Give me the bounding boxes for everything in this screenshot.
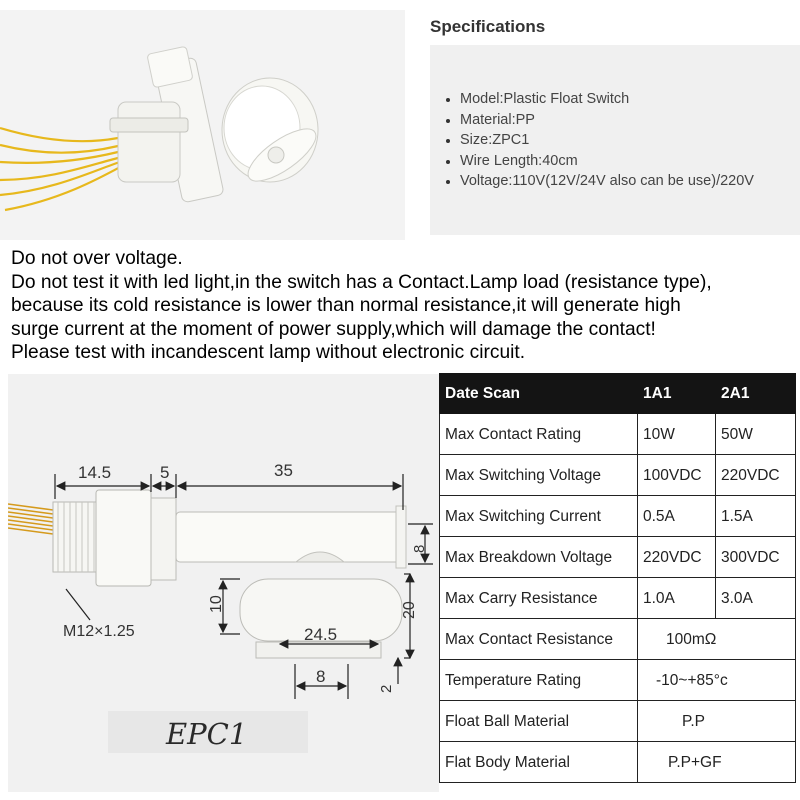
spec-item-wire-length: Wire Length:40cm (460, 151, 754, 172)
note-line: because its cold resistance is lower tha… (11, 295, 681, 317)
table-row-merged: Flat Body Material P.P+GF (439, 742, 796, 783)
row-value-2a1: 220VDC (716, 455, 796, 496)
table-header-row: Date Scan 1A1 2A1 (439, 373, 796, 414)
specifications-box: Model:Plastic Float Switch Material:PP S… (430, 45, 800, 235)
row-value-1a1: 220VDC (638, 537, 716, 578)
table-row: Max Breakdown Voltage 220VDC 300VDC (439, 537, 796, 578)
dim-label-5: 5 (160, 463, 169, 482)
note-line: Please test with incandescent lamp witho… (11, 342, 526, 364)
row-label: Float Ball Material (439, 701, 638, 742)
dim-label-8-bottom: 8 (316, 667, 325, 686)
note-line: surge current at the moment of power sup… (11, 318, 656, 340)
dim-label-20: 20 (401, 601, 418, 619)
row-value-1a1: 100VDC (638, 455, 716, 496)
row-label: Max Switching Voltage (439, 455, 638, 496)
specifications-title: Specifications (430, 17, 546, 36)
dimension-diagram: 14.5 5 35 8 10 20 24.5 8 2 M12×1.25 EPC1 (8, 461, 433, 753)
dim-label-35: 35 (274, 461, 293, 480)
row-value-merged: P.P (638, 701, 796, 742)
spec-item-material: Material:PP (460, 110, 754, 131)
usage-notes: Do not over voltage. Do not test it with… (11, 247, 800, 365)
table-row-merged: Float Ball Material P.P (439, 701, 796, 742)
dimension-drawing: 14.5 5 35 8 10 20 24.5 8 2 M12×1.25 EPC1 (8, 374, 439, 792)
row-label: Temperature Rating (439, 660, 638, 701)
table-row: Max Switching Current 0.5A 1.5A (439, 496, 796, 537)
note-line: Do not test it with led light,in the swi… (11, 271, 712, 293)
ratings-table: Date Scan 1A1 2A1 Max Contact Rating 10W… (439, 373, 796, 787)
row-label: Max Breakdown Voltage (439, 537, 638, 578)
specifications-list: Model:Plastic Float Switch Material:PP S… (430, 89, 754, 192)
table-row: Max Contact Rating 10W 50W (439, 414, 796, 455)
row-value-1a1: 1.0A (638, 578, 716, 619)
row-value-2a1: 300VDC (716, 537, 796, 578)
row-label: Max Carry Resistance (439, 578, 638, 619)
spec-item-size: Size:ZPC1 (460, 130, 754, 151)
yellow-wires (0, 126, 123, 212)
header-2a1: 2A1 (716, 373, 796, 414)
row-value-2a1: 1.5A (716, 496, 796, 537)
spec-item-voltage: Voltage:110V(12V/24V also can be use)/22… (460, 171, 754, 192)
dim-label-10: 10 (208, 595, 225, 613)
model-label: EPC1 (165, 717, 247, 751)
dim-label-8-vertical: 8 (411, 545, 428, 553)
row-value-2a1: 3.0A (716, 578, 796, 619)
row-value-merged: 100mΩ (638, 619, 796, 660)
dim-label-2: 2 (378, 685, 395, 693)
dim-label-14-5: 14.5 (78, 463, 111, 482)
row-label: Max Contact Rating (439, 414, 638, 455)
header-1a1: 1A1 (638, 373, 716, 414)
row-value-merged: P.P+GF (638, 742, 796, 783)
header-date-scan: Date Scan (439, 373, 638, 414)
row-label: Max Contact Resistance (439, 619, 638, 660)
thread-label: M12×1.25 (63, 623, 135, 640)
table-row-merged: Temperature Rating -10~+85°c (439, 660, 796, 701)
product-photo (0, 10, 405, 240)
row-value-2a1: 50W (716, 414, 796, 455)
table-row-merged: Max Contact Resistance 100mΩ (439, 619, 796, 660)
table-row: Max Switching Voltage 100VDC 220VDC (439, 455, 796, 496)
dim-label-24-5: 24.5 (304, 625, 337, 644)
note-line: Do not over voltage. (11, 248, 183, 269)
row-value-1a1: 10W (638, 414, 716, 455)
float-switch-photo (0, 46, 319, 212)
drawing-wires (8, 503, 54, 535)
table-row: Max Carry Resistance 1.0A 3.0A (439, 578, 796, 619)
row-label: Flat Body Material (439, 742, 638, 783)
row-value-1a1: 0.5A (638, 496, 716, 537)
row-value-merged: -10~+85°c (638, 660, 796, 701)
spec-item-model: Model:Plastic Float Switch (460, 89, 754, 110)
row-label: Max Switching Current (439, 496, 638, 537)
